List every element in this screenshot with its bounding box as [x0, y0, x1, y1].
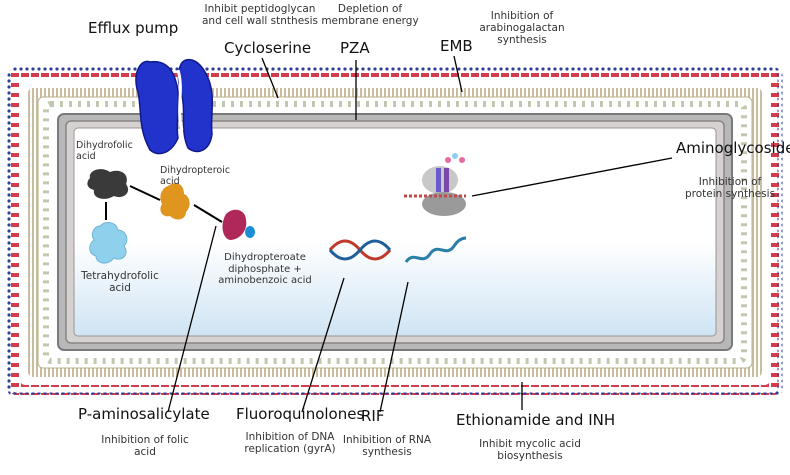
pas-desc-line-1: Inhibition of folic: [101, 434, 189, 446]
peptidoglycan-layer: [43, 101, 747, 364]
fq-desc-line-2: replication (gyrA): [244, 443, 336, 456]
emb-description: Inhibition of arabinogalactan synthesis: [479, 10, 564, 46]
efflux-pump-protein: [135, 58, 214, 155]
dhp-line-1: Dihydropteroate: [224, 252, 306, 263]
pza-desc-line-1: Depletion of: [337, 3, 403, 15]
ethionamide-inh-label: Ethionamide and INH: [456, 411, 616, 429]
rif-desc-line-1: Inhibition of RNA: [342, 434, 432, 446]
dhp-line-2: diphosphate +: [228, 263, 302, 275]
tetrahydrofolic-acid-label: Tetrahydrofolic acid: [81, 270, 159, 294]
emb-label: EMB: [440, 37, 473, 55]
dihydropteroic-acid-shape: [160, 183, 190, 220]
rif-description: Inhibition of RNA synthesis: [343, 434, 431, 458]
connector-dihydrofolic-dihydropteroic: [129, 185, 161, 201]
cycloserine-desc-line-1: Inhibit peptidoglycan: [204, 3, 316, 15]
pza-desc-line-2: membrane energy: [321, 15, 419, 28]
emb-desc-line-1: Inhibition of: [490, 10, 554, 22]
rif-desc-line-2: synthesis: [362, 446, 412, 459]
dhp-shape: [222, 209, 255, 240]
ethionamide-inh-description: Inhibit mycolic acid biosynthesis: [479, 438, 581, 462]
ribosome-shape: [404, 153, 466, 216]
dihydrofolic-acid-label: Dihydrofolic acid: [76, 140, 133, 163]
aminoglycosides-label: Aminoglycosides: [676, 139, 790, 157]
p-aminosalicylate-description: Inhibition of folic acid: [101, 434, 189, 458]
dihydrofolic-line-1: Dihydrofolic: [76, 140, 133, 151]
cycloserine-label: Cycloserine: [224, 39, 312, 57]
dihydropteroic-line-2: acid: [160, 175, 180, 187]
cycloserine-desc-line-2: and cell wall stnthesis: [201, 15, 319, 28]
dhp-line-3: aminobenzoic acid: [218, 275, 312, 286]
dihydrofolic-acid-shape: [87, 169, 129, 199]
tetrahydrofolic-line-2: acid: [109, 282, 131, 295]
cycloserine-description: Inhibit peptidoglycan and cell wall stnt…: [202, 3, 318, 27]
tetrahydrofolic-line-1: Tetrahydrofolic: [81, 270, 159, 282]
pza-label: PZA: [340, 39, 370, 57]
eth-desc-line-1: Inhibit mycolic acid: [479, 438, 581, 450]
amino-desc-line-1: Inhibition of: [698, 176, 762, 188]
callout-lines: [167, 55, 673, 413]
efflux-pump-label: Efflux pump: [88, 19, 179, 37]
emb-desc-line-3: synthesis: [497, 34, 547, 47]
aminoglycosides-description: Inhibition of protein synthesis: [685, 176, 775, 200]
fluoroquinolones-description: Inhibition of DNA replication (gyrA): [244, 431, 335, 455]
dihydrofolic-line-2: acid: [76, 150, 96, 162]
dhp-label: Dihydropteroate diphosphate + aminobenzo…: [218, 252, 312, 287]
emb-desc-line-2: arabinogalactan: [479, 22, 565, 35]
connector-dihydropteroic-dhp: [193, 204, 223, 223]
pza-description: Depletion of membrane energy: [321, 3, 418, 27]
eth-desc-line-2: biosynthesis: [497, 450, 563, 463]
dna-helix-shape: [328, 239, 392, 261]
plasma-membrane: [57, 113, 733, 351]
rif-label: RIF: [361, 407, 385, 425]
dihydropteroic-line-1: Dihydropteroic: [160, 165, 231, 176]
dihydropteroic-acid-label: Dihydropteroic acid: [160, 165, 231, 188]
p-aminosalicylate-label: P-aminosalicylate: [78, 405, 210, 423]
tetrahydrofolic-acid-shape: [89, 222, 128, 264]
pas-desc-line-2: acid: [134, 446, 156, 459]
fq-desc-line-1: Inhibition of DNA: [245, 431, 335, 443]
rna-strand-shape: [404, 236, 467, 263]
amino-desc-line-2: protein synthesis: [684, 188, 776, 201]
fluoroquinolones-label: Fluoroquinolones: [236, 405, 365, 423]
